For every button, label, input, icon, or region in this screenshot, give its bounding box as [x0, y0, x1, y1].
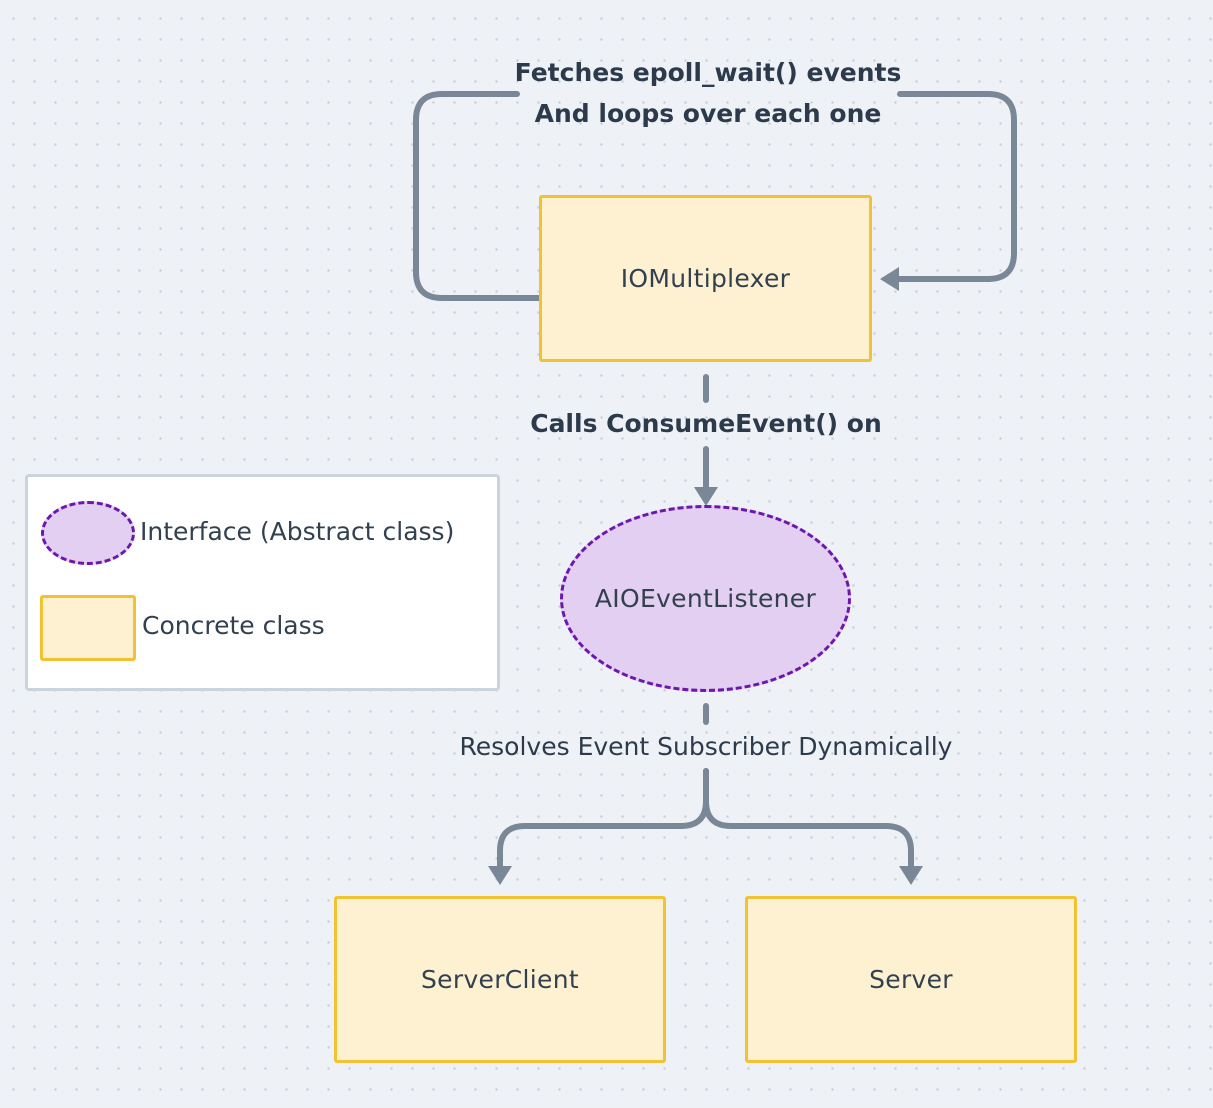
resolve-arrowhead-left [488, 866, 512, 885]
resolve-arrowhead-right [899, 866, 923, 885]
legend-interface-label: Interface (Abstract class) [140, 517, 455, 546]
aioeventlistener-node[interactable]: AIOEventListener [560, 505, 851, 692]
loop-edge-left [413, 91, 543, 301]
iomultiplexer-node[interactable]: IOMultiplexer [539, 195, 872, 362]
resolve-edge-right [703, 768, 914, 870]
legend-interface-swatch [41, 501, 135, 565]
loop-arrowhead [880, 267, 899, 291]
resolve-edge-left [497, 768, 709, 870]
aioeventlistener-label: AIOEventListener [594, 584, 817, 613]
call-arrowhead [694, 487, 718, 506]
loop-label-line2: And loops over each one [534, 99, 882, 128]
legend-concrete-label: Concrete class [142, 611, 325, 640]
loop-label-line1: Fetches epoll_wait() events [514, 58, 902, 87]
serverclient-node[interactable]: ServerClient [334, 896, 666, 1063]
server-node[interactable]: Server [745, 896, 1077, 1063]
resolve-edge-label: Resolves Event Subscriber Dynamically [459, 732, 953, 761]
loop-edge-right [892, 91, 1017, 282]
server-label: Server [869, 965, 953, 994]
iomultiplexer-label: IOMultiplexer [620, 264, 791, 293]
legend: Interface (Abstract class) Concrete clas… [25, 474, 500, 691]
call-edge-label: Calls ConsumeEvent() on [530, 409, 882, 438]
legend-concrete-swatch [40, 595, 136, 661]
serverclient-label: ServerClient [421, 965, 579, 994]
